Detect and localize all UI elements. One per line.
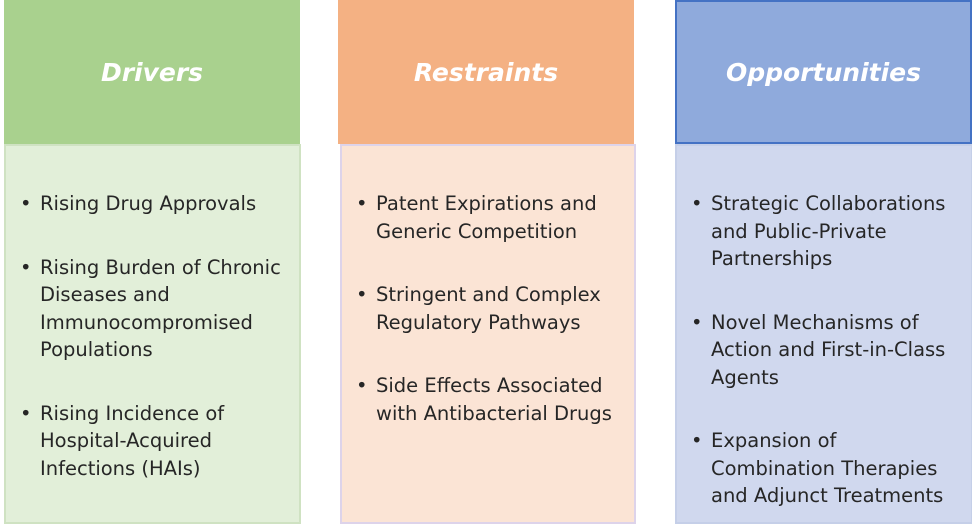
restraints-item-2: Stringent and Complex Regulatory Pathway… [356, 281, 624, 336]
restraints-title: Restraints [413, 57, 559, 87]
drivers-title: Drivers [100, 57, 204, 87]
restraints-list-box: Patent Expirations and Generic Competiti… [340, 144, 636, 524]
drivers-item-2: Rising Burden of Chronic Diseases and Im… [20, 254, 289, 364]
restraints-item-3: Side Effects Associated with Antibacteri… [356, 372, 624, 427]
opportunities-list: Strategic Collaborations and Public-Priv… [691, 190, 963, 510]
opportunities-item-3: Expansion of Combination Therapies and A… [691, 427, 963, 510]
drivers-list: Rising Drug Approvals Rising Burden of C… [20, 190, 289, 482]
opportunities-header: Opportunities [675, 0, 972, 144]
restraints-item-1: Patent Expirations and Generic Competiti… [356, 190, 624, 245]
drivers-list-box: Rising Drug Approvals Rising Burden of C… [4, 144, 301, 524]
drivers-item-1: Rising Drug Approvals [20, 190, 289, 218]
drivers-header: Drivers [4, 0, 300, 144]
restraints-list: Patent Expirations and Generic Competiti… [356, 190, 624, 427]
drivers-item-3: Rising Incidence of Hospital-Acquired In… [20, 400, 289, 483]
opportunities-title: Opportunities [725, 57, 922, 87]
opportunities-list-box: Strategic Collaborations and Public-Priv… [675, 144, 972, 524]
opportunities-item-1: Strategic Collaborations and Public-Priv… [691, 190, 963, 273]
restraints-header: Restraints [338, 0, 634, 144]
opportunities-item-2: Novel Mechanisms of Action and First-in-… [691, 309, 963, 392]
